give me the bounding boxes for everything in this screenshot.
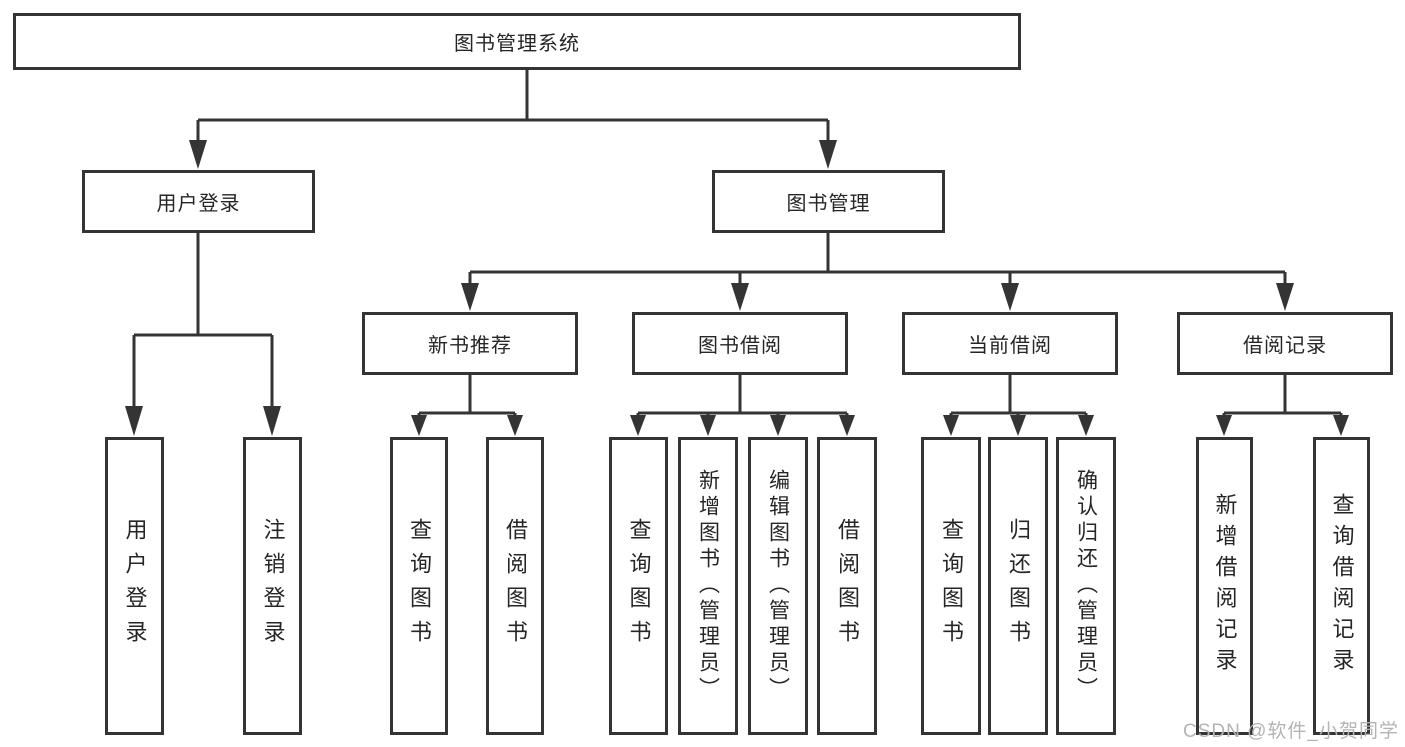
leaf-query-books-1-label: 查询图书 — [407, 518, 432, 654]
node-current-borrowing: 当前借阅 — [902, 312, 1118, 375]
node-new-book-recommend-label: 新书推荐 — [428, 335, 512, 357]
leaf-add-borrow-record: 新增借阅记录 — [1196, 437, 1253, 735]
leaf-add-book-admin: 新增图书（管理员） — [678, 437, 738, 735]
leaf-query-borrow-record-label: 查询借阅记录 — [1329, 493, 1355, 679]
node-user-login: 用户登录 — [82, 170, 315, 233]
node-current-borrowing-label: 当前借阅 — [968, 335, 1052, 357]
node-user-login-label: 用户登录 — [156, 193, 241, 215]
leaf-query-borrow-record: 查询借阅记录 — [1313, 437, 1370, 735]
leaf-logout-label: 注销登录 — [260, 518, 286, 654]
leaf-query-books-2: 查询图书 — [609, 437, 668, 735]
leaf-query-books-3-label: 查询图书 — [939, 518, 964, 654]
csdn-watermark: CSDN @软件_小贺同学 — [1183, 721, 1399, 742]
node-book-management: 图书管理 — [712, 170, 945, 233]
leaf-confirm-return-admin: 确认归还（管理员） — [1056, 437, 1116, 735]
leaf-add-book-admin-label: 新增图书（管理员） — [696, 469, 720, 703]
leaf-edit-book-admin: 编辑图书（管理员） — [748, 437, 808, 735]
leaf-borrow-books-2: 借阅图书 — [817, 437, 877, 735]
node-borrowing-records: 借阅记录 — [1177, 312, 1393, 375]
node-library-system-label: 图书管理系统 — [454, 33, 580, 55]
leaf-add-borrow-record-label: 新增借阅记录 — [1212, 493, 1238, 679]
leaf-user-login: 用户登录 — [105, 437, 164, 735]
node-book-borrowing-label: 图书借阅 — [698, 335, 782, 357]
leaf-borrow-books-1: 借阅图书 — [486, 437, 544, 735]
node-new-book-recommend: 新书推荐 — [362, 312, 578, 375]
leaf-query-books-3: 查询图书 — [921, 437, 981, 735]
leaf-confirm-return-admin-label: 确认归还（管理员） — [1074, 469, 1098, 703]
leaf-user-login-label: 用户登录 — [122, 518, 148, 654]
leaf-return-book-label: 归还图书 — [1006, 518, 1031, 654]
node-book-management-label: 图书管理 — [786, 193, 871, 215]
node-borrowing-records-label: 借阅记录 — [1243, 335, 1327, 357]
leaf-borrow-books-2-label: 借阅图书 — [835, 518, 860, 654]
node-library-system: 图书管理系统 — [13, 13, 1021, 70]
leaf-edit-book-admin-label: 编辑图书（管理员） — [766, 469, 790, 703]
leaf-return-book: 归还图书 — [988, 437, 1048, 735]
leaf-logout: 注销登录 — [243, 437, 302, 735]
leaf-borrow-books-1-label: 借阅图书 — [503, 518, 528, 654]
leaf-query-books-1: 查询图书 — [390, 437, 448, 735]
leaf-query-books-2-label: 查询图书 — [626, 518, 652, 654]
node-book-borrowing: 图书借阅 — [632, 312, 848, 375]
